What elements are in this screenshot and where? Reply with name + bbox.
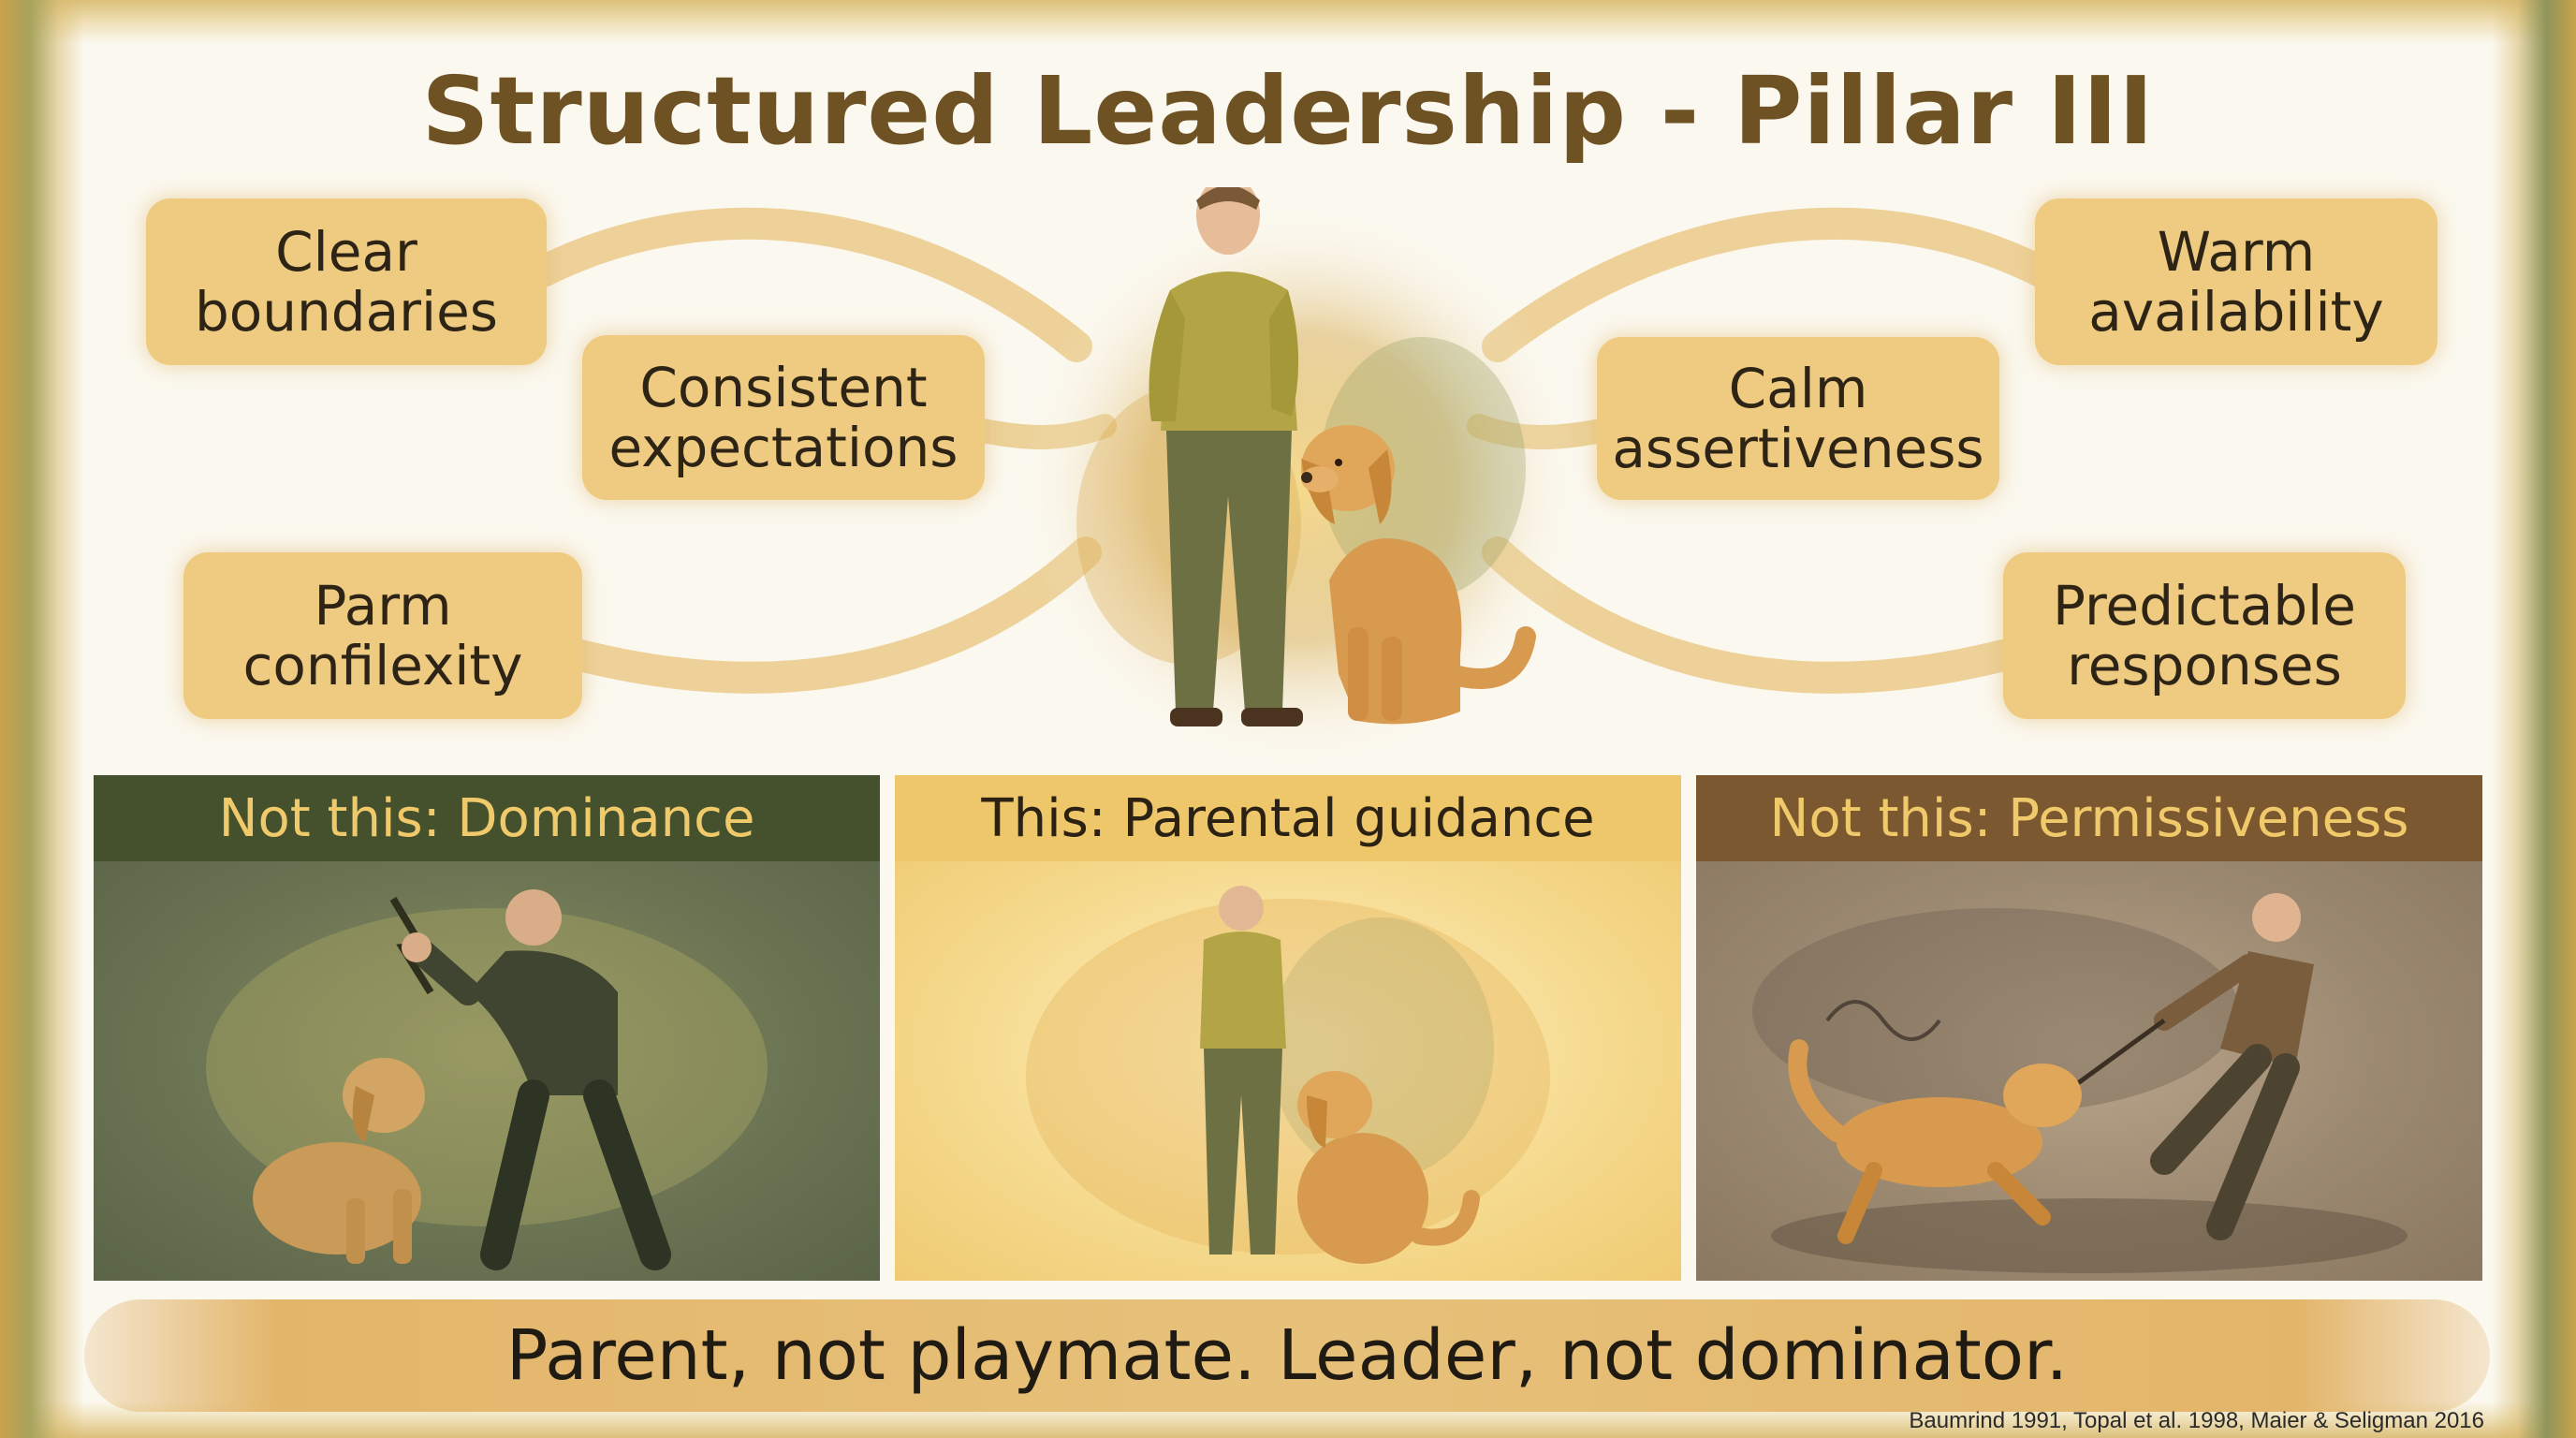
panel-header-parental-guidance: This: Parental guidance <box>895 775 1681 861</box>
trait-label: Consistent expectations <box>608 356 959 479</box>
angry-man-figure <box>402 889 671 1270</box>
page-title: Structured Leadership - Pillar III <box>421 56 2155 166</box>
motto-banner: Parent, not playmate. Leader, not domina… <box>84 1299 2490 1412</box>
panel-dominance: Not this: Dominance <box>94 775 880 1281</box>
golden-retriever-figure <box>1301 425 1536 725</box>
cowering-dog-figure <box>253 1058 425 1264</box>
guidance-scene <box>1026 886 1550 1264</box>
motto-text: Parent, not playmate. Leader, not domina… <box>505 1315 2069 1396</box>
leader-and-dog-illustration <box>1020 187 1582 768</box>
sitting-dog-figure <box>1297 1071 1480 1264</box>
trait-label: Predictable responses <box>2053 574 2356 697</box>
panel-header-permissiveness: Not this: Permissiveness <box>1696 775 2482 861</box>
citation-text: Baumrind 1991, Topal et al. 1998, Maier … <box>1909 1408 2484 1433</box>
trait-pill-warm-availability: Warm availability <box>2035 198 2437 365</box>
man-figure <box>1149 187 1303 726</box>
permissiveness-scene <box>1752 893 2408 1273</box>
trait-pill-consistent-expectations: Consistent expectations <box>582 335 985 500</box>
dominance-scene <box>206 889 768 1270</box>
panel-illustration-permissiveness <box>1696 861 2482 1281</box>
pulling-dog-figure <box>1788 1039 2082 1244</box>
panel-illustration-dominance <box>94 861 880 1281</box>
trait-label: Parm confilexity <box>242 574 523 697</box>
panel-header-dominance: Not this: Dominance <box>94 775 880 861</box>
panel-illustration-parental-guidance <box>895 861 1681 1281</box>
panel-permissiveness: Not this: Permissiveness <box>1696 775 2482 1281</box>
trait-pill-clear-boundaries: Clear boundaries <box>146 198 547 365</box>
trait-label: Clear boundaries <box>194 220 499 344</box>
trait-pill-calm-assertiveness: Calm assertiveness <box>1597 337 1999 500</box>
trait-pill-predictable-responses: Predictable responses <box>2003 552 2406 719</box>
trait-label: Calm assertiveness <box>1612 357 1984 480</box>
trait-label: Warm availability <box>2088 220 2384 344</box>
panel-parental-guidance: This: Parental guidance <box>895 775 1681 1281</box>
pulled-man-figure <box>2150 893 2314 1240</box>
calm-man-figure <box>1200 886 1286 1255</box>
trait-pill-parm-confilexity: Parm confilexity <box>183 552 582 719</box>
